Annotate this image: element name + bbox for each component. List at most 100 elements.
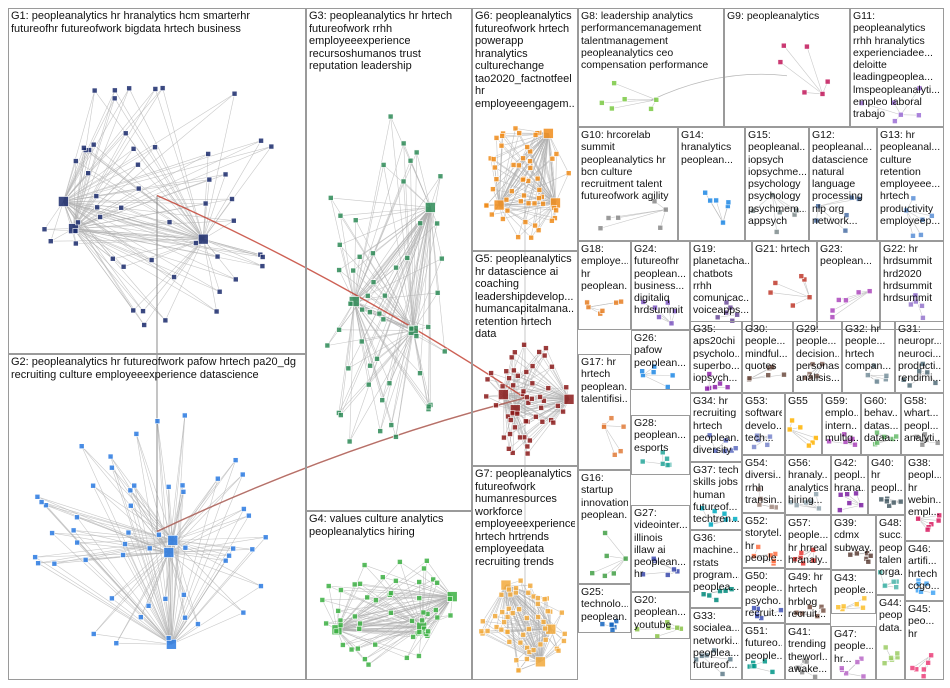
node <box>404 655 410 661</box>
node <box>506 586 512 593</box>
edge <box>136 433 170 553</box>
group-label: G19: planetacha... chatbots rrhh comunic… <box>693 243 749 317</box>
node <box>507 417 514 423</box>
node <box>213 308 220 315</box>
edge <box>517 375 570 400</box>
node <box>97 214 103 220</box>
group-box-g36: G36: machine... rstats program... people… <box>690 530 742 608</box>
group-label: G1: peopleanalytics hr hranalytics hcm s… <box>11 10 251 35</box>
edge <box>340 589 453 597</box>
edge <box>114 90 204 240</box>
group-label: G48: succ... peop... talen... orga... <box>879 517 902 579</box>
edge <box>412 223 421 331</box>
node <box>523 369 530 375</box>
edge <box>542 133 549 204</box>
group-box-g45: G45: peo... hr <box>905 601 944 680</box>
node <box>350 267 356 274</box>
edge <box>336 592 392 631</box>
node <box>535 595 541 601</box>
node <box>605 215 612 221</box>
group-label: G7: peopleanalytics futureofwork humanre… <box>475 468 575 568</box>
node <box>520 388 527 395</box>
group-label: G5: peopleanalytics hr datascience ai co… <box>475 253 575 340</box>
edge <box>353 301 381 432</box>
group-label: G30: people... mindful... quotes <box>745 323 788 372</box>
edge <box>359 207 431 258</box>
node <box>506 605 512 612</box>
edge <box>203 238 263 258</box>
edge <box>845 290 870 301</box>
edge <box>63 201 236 280</box>
node <box>520 631 527 638</box>
node <box>563 394 575 405</box>
node <box>767 289 774 296</box>
node <box>549 217 555 224</box>
node <box>483 202 490 209</box>
edge <box>389 330 414 384</box>
node <box>222 171 229 178</box>
group-label: G59: emplo... intern... multig... <box>825 395 858 444</box>
group-label: G25: technolo... peoplean... <box>581 586 628 623</box>
node <box>425 628 431 635</box>
edge <box>909 372 928 386</box>
node <box>561 631 568 637</box>
group-label: G52: storytel... hr people... <box>745 515 782 564</box>
node <box>920 315 926 321</box>
node <box>407 157 414 164</box>
group-box-g24: G24: futureofhr peoplean... business... … <box>631 241 690 330</box>
node <box>73 240 79 247</box>
group-label: G8: leadership analytics performancemana… <box>581 10 709 72</box>
node <box>806 294 813 301</box>
edge <box>111 540 174 599</box>
node <box>206 176 213 183</box>
group-label: G35: aps20chi psycholo... superbo... iop… <box>693 323 739 385</box>
node <box>163 547 175 558</box>
node <box>130 307 137 314</box>
node <box>842 227 849 234</box>
edge <box>34 556 172 645</box>
node <box>182 544 189 551</box>
node <box>506 639 513 645</box>
node <box>525 589 532 596</box>
node <box>714 314 721 321</box>
group-box-g4: G4: values culture analytics peopleanaly… <box>306 511 472 680</box>
edge <box>753 555 774 562</box>
edge <box>496 137 500 206</box>
node <box>813 217 820 224</box>
node <box>122 541 128 547</box>
edge <box>430 207 446 352</box>
node <box>413 149 420 156</box>
edge <box>171 537 266 645</box>
edge <box>168 486 174 541</box>
node <box>249 546 256 553</box>
node <box>47 238 54 245</box>
edge <box>88 172 204 240</box>
edge <box>709 386 728 389</box>
node <box>230 545 236 552</box>
node <box>513 657 520 664</box>
node <box>843 297 849 304</box>
node <box>347 300 354 307</box>
group-box-g46: G46: artifi... hrtech cogo... <box>905 541 944 601</box>
edge <box>342 626 422 646</box>
group-box-g9: G9: peopleanalytics <box>724 8 850 127</box>
node <box>611 80 617 86</box>
node <box>535 227 542 233</box>
node <box>424 558 430 564</box>
group-label: G38: peopl... hr webin... empl... <box>908 457 941 519</box>
edge <box>354 301 429 407</box>
edge <box>840 494 862 506</box>
edge <box>818 197 852 207</box>
node <box>373 597 379 604</box>
edge <box>38 552 169 564</box>
edge <box>642 374 668 388</box>
node <box>439 255 445 262</box>
edge <box>391 207 431 426</box>
edge <box>601 99 657 104</box>
node <box>122 130 129 137</box>
node <box>509 450 516 456</box>
edge <box>390 116 414 331</box>
group-box-g19: G19: planetacha... chatbots rrhh comunic… <box>690 241 752 330</box>
node <box>162 596 169 602</box>
edge <box>667 302 672 324</box>
